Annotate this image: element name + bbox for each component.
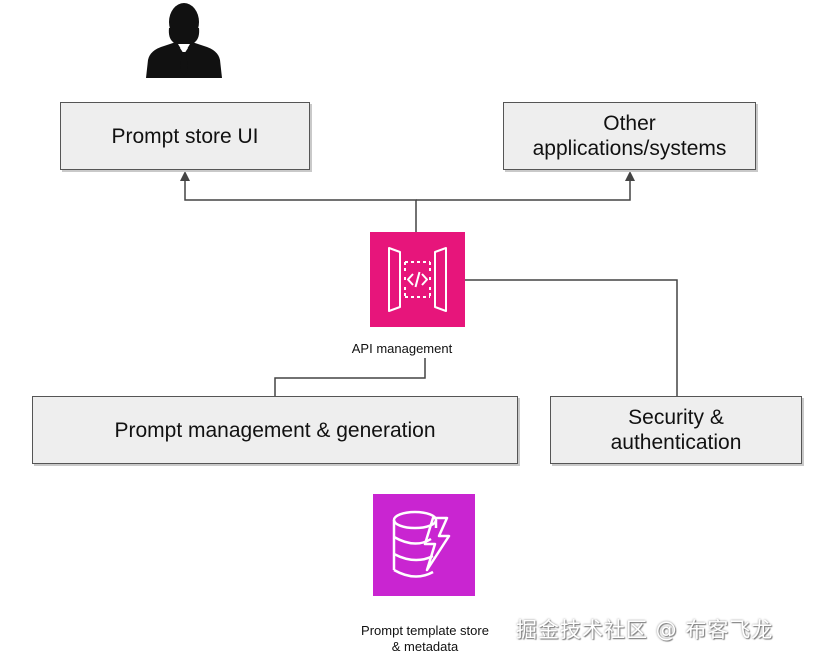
connector-api-to-ui: [184, 176, 417, 232]
connector-api-to-security: [465, 279, 678, 396]
security-authentication-label: Security & authentication: [610, 406, 742, 454]
other-applications-box: Other applications/systems: [503, 102, 756, 170]
watermark: 掘金技术社区 @ 布客飞龙: [516, 618, 774, 642]
api-gateway-icon: [388, 247, 447, 312]
arrowhead-ui: [180, 171, 190, 181]
prompt-management-box: Prompt management & generation: [32, 396, 518, 464]
arrowhead-other: [625, 171, 635, 181]
api-management-caption: API management: [351, 341, 453, 356]
template-store-caption: Prompt template store & metadata: [361, 623, 489, 654]
security-authentication-box: Security & authentication: [550, 396, 802, 464]
other-applications-label: Other applications/systems: [532, 112, 727, 160]
api-management-tile: [370, 232, 465, 327]
connector-api-to-other: [416, 176, 631, 201]
template-store-tile: [373, 494, 475, 596]
prompt-store-ui-box: Prompt store UI: [60, 102, 310, 170]
user-icon: [146, 3, 222, 78]
connector-api-to-pm: [274, 358, 426, 396]
prompt-store-ui-label: Prompt store UI: [111, 124, 259, 148]
prompt-management-label: Prompt management & generation: [114, 418, 436, 442]
database-lightning-icon: [392, 510, 451, 578]
